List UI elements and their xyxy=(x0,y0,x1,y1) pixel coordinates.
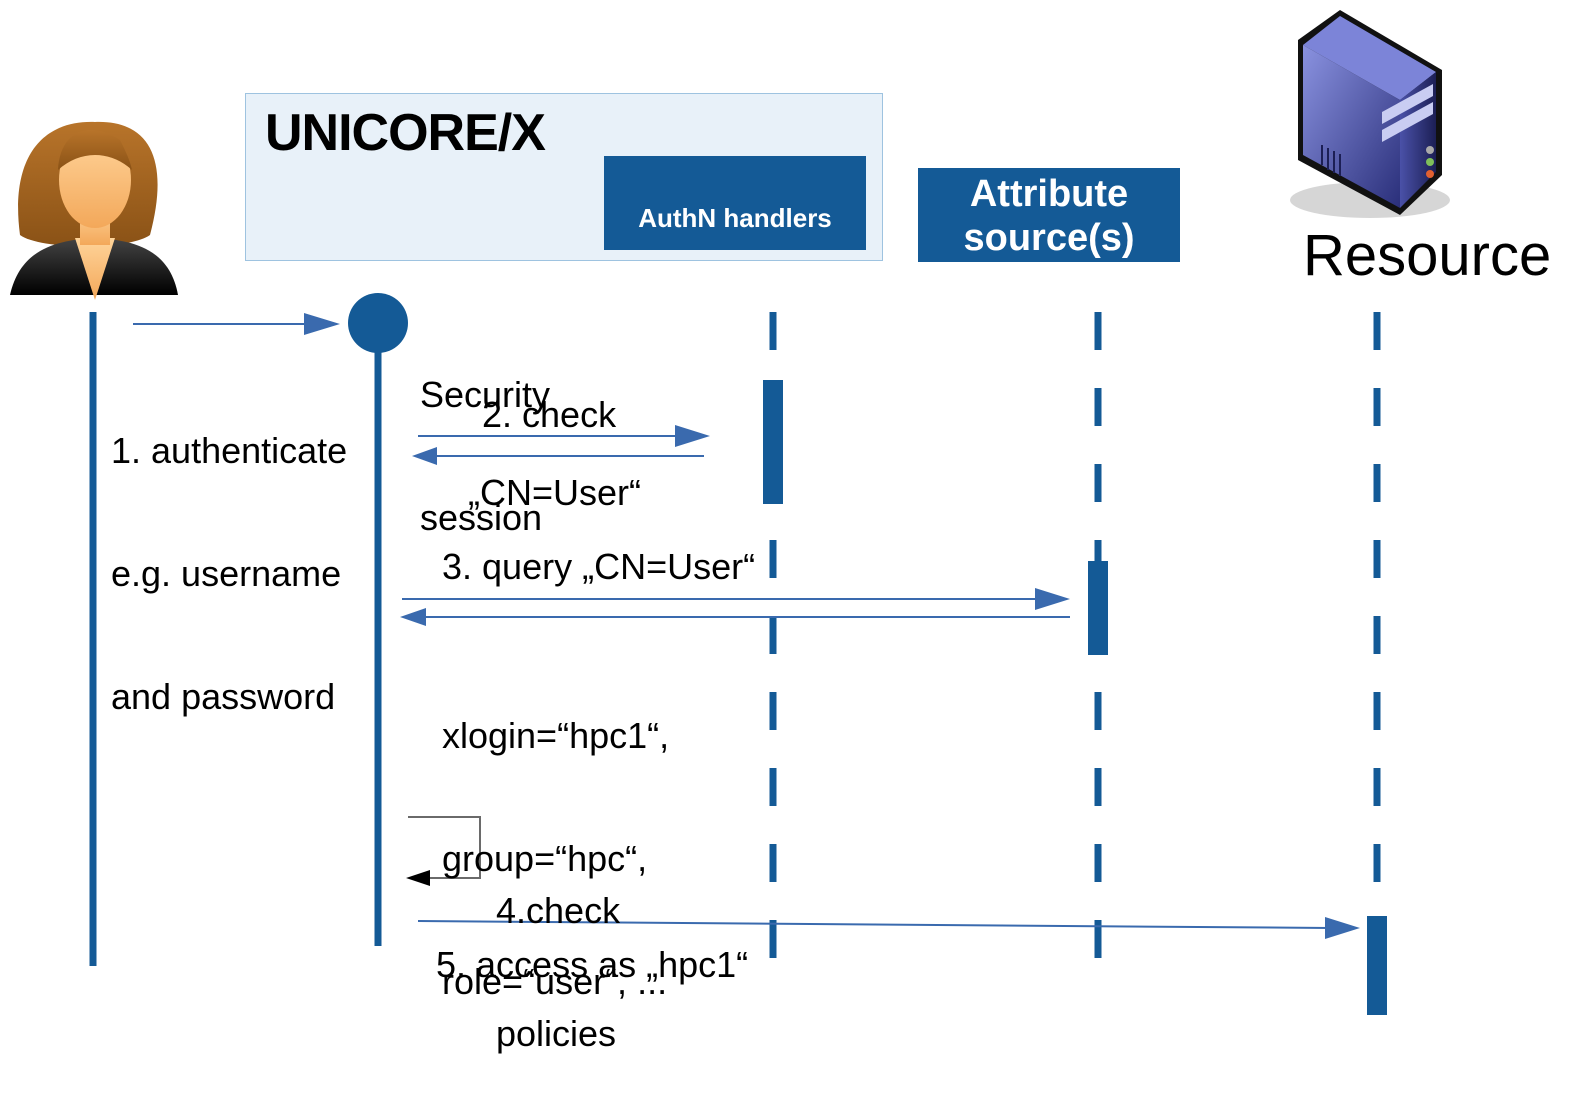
policies-self-arrow xyxy=(406,816,481,886)
policies-line2: policies xyxy=(496,1013,617,1054)
query-reply-line1: xlogin=“hpc1“, xyxy=(442,715,670,756)
query-arrow xyxy=(402,588,1070,610)
server-tower-icon xyxy=(1290,10,1450,218)
authenticate-arrow xyxy=(133,313,340,335)
check-reply-label: „CN=User“ xyxy=(468,472,642,513)
policies-line1: 4.check xyxy=(496,890,621,931)
authn-handlers-box: AuthN handlers xyxy=(604,156,866,250)
security-session-line1: Security xyxy=(420,374,551,415)
access-arrow xyxy=(417,917,1360,939)
authn-handlers-label: AuthN handlers xyxy=(638,203,832,233)
authenticate-label: 1. authenticate e.g. username and passwo… xyxy=(111,348,347,758)
authenticate-line2: e.g. username xyxy=(111,553,342,594)
resource-label: Resource xyxy=(1303,223,1552,288)
attribute-source-line2: source(s) xyxy=(963,217,1135,259)
user-avatar-icon xyxy=(10,121,178,300)
query-reply-arrow xyxy=(400,608,1070,626)
security-session-node xyxy=(348,293,408,353)
query-label: 3. query „CN=User“ xyxy=(442,546,756,587)
query-reply-label: xlogin=“hpc1“, group=“hpc“, role=“user“,… xyxy=(442,633,669,1043)
authenticate-line3: and password xyxy=(111,676,336,717)
check-arrow xyxy=(418,425,710,447)
attribute-source-line1: Attribute xyxy=(969,173,1129,215)
attribute-source-box: Attribute source(s) xyxy=(918,168,1180,262)
security-session-line2: session xyxy=(420,497,543,538)
unicore-title: UNICORE/X xyxy=(265,104,546,162)
authenticate-line1: 1. authenticate xyxy=(111,430,348,471)
resource-activation xyxy=(1367,916,1387,1015)
security-session-label: Security session xyxy=(420,292,550,579)
check-reply-arrow xyxy=(412,447,704,465)
attribute-activation xyxy=(1088,561,1108,655)
sequence-diagram xyxy=(10,10,1450,1015)
query-reply-line3: role=“user“, ... xyxy=(442,961,668,1002)
query-reply-line2: group=“hpc“, xyxy=(442,838,648,879)
check-label: 2. check xyxy=(482,394,617,435)
authn-activation xyxy=(763,380,783,504)
access-label: 5. access as „hpc1“ xyxy=(436,944,749,985)
